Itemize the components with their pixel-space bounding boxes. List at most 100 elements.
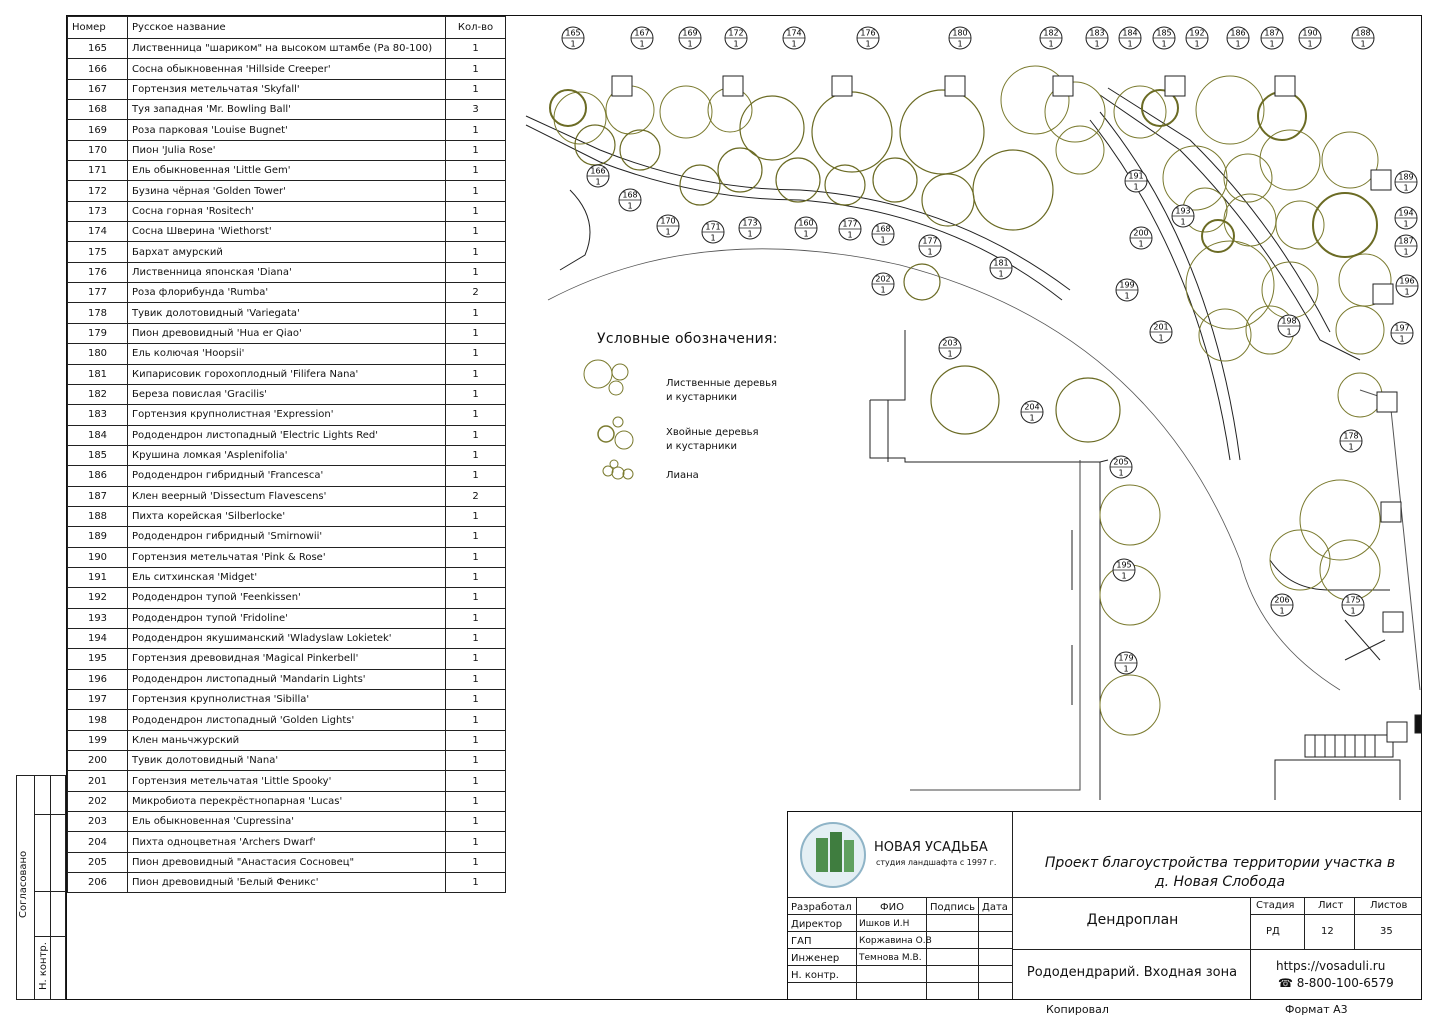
tag-number: 189 bbox=[1398, 173, 1413, 182]
row-qty: 1 bbox=[445, 709, 506, 731]
row-name: Гортензия метельчатая 'Pink & Rose' bbox=[127, 546, 446, 568]
tag-qty: 1 bbox=[1180, 218, 1185, 227]
tag-qty: 1 bbox=[1235, 40, 1240, 49]
approval-strip: Согласовано Н. контр. bbox=[16, 775, 66, 1000]
row-number: 176 bbox=[67, 261, 128, 284]
col-fio: ФИО bbox=[880, 902, 904, 913]
tag-number: 180 bbox=[952, 29, 967, 38]
row-name: Пион древовидный "Анастасия Сосновец" bbox=[127, 851, 446, 874]
tag-number: 190 bbox=[1302, 29, 1317, 38]
tag-qty: 1 bbox=[927, 248, 932, 257]
tag-qty: 1 bbox=[1161, 40, 1166, 49]
row-qty: 1 bbox=[445, 831, 506, 853]
tag-number: 193 bbox=[1175, 207, 1190, 216]
sheets-value: 35 bbox=[1380, 926, 1393, 937]
row-number: 165 bbox=[67, 37, 128, 60]
website-link[interactable]: https://vosaduli.ru bbox=[1276, 959, 1386, 973]
tag-number: 202 bbox=[875, 275, 890, 284]
tag-number: 191 bbox=[1128, 172, 1143, 181]
tag-number: 200 bbox=[1133, 229, 1148, 238]
legend-deciduous-label: Лиственные деревья и кустарники bbox=[666, 378, 778, 403]
tag-number: 187 bbox=[1264, 29, 1279, 38]
row-name: Гортензия крупнолистная 'Expression' bbox=[127, 404, 446, 426]
tag-number: 192 bbox=[1189, 29, 1204, 38]
tag-qty: 1 bbox=[1348, 443, 1353, 452]
row-number: 182 bbox=[67, 383, 128, 406]
tag-qty: 1 bbox=[687, 40, 692, 49]
row-name: Рододендрон тупой 'Feenkissen' bbox=[127, 587, 446, 609]
tag-number: 173 bbox=[742, 219, 757, 228]
legend-conifer-label: Хвойные деревья и кустарники bbox=[666, 427, 759, 452]
row-qty: 1 bbox=[445, 729, 506, 752]
row-qty: 1 bbox=[445, 526, 506, 548]
legend-liana-label: Лиана bbox=[666, 470, 699, 481]
tag-number: 167 bbox=[634, 29, 649, 38]
tag-qty: 1 bbox=[1124, 292, 1129, 301]
tag-number: 166 bbox=[590, 167, 605, 176]
name-gap: Коржавина О.В bbox=[859, 936, 932, 946]
name-engineer: Темнова М.В. bbox=[859, 953, 922, 963]
row-number: 187 bbox=[67, 485, 128, 507]
row-qty: 1 bbox=[445, 566, 506, 589]
row-qty: 1 bbox=[445, 648, 506, 670]
row-name: Гортензия крупнолистная 'Sibilla' bbox=[127, 688, 446, 711]
row-qty: 2 bbox=[445, 282, 506, 304]
row-name: Пион древовидный 'Hua er Qiao' bbox=[127, 322, 446, 345]
tag-number: 177 bbox=[842, 220, 857, 229]
row-name: Гортензия древовидная 'Magical Pinkerbel… bbox=[127, 648, 446, 670]
row-number: 200 bbox=[67, 750, 128, 772]
plants-conifer bbox=[549, 89, 1378, 443]
tag-qty: 1 bbox=[847, 231, 852, 240]
phone-number: ☎ 8-800-100-6579 bbox=[1278, 976, 1394, 990]
row-qty: 1 bbox=[445, 505, 506, 528]
row-qty: 2 bbox=[445, 485, 506, 507]
sheet-title: Дендроплан bbox=[1086, 912, 1179, 928]
tag-number: 172 bbox=[728, 29, 743, 38]
tag-number: 206 bbox=[1274, 596, 1289, 605]
tag-number: 198 bbox=[1281, 317, 1296, 326]
tag-qty: 1 bbox=[1127, 40, 1132, 49]
legend-title: Условные обозначения: bbox=[597, 331, 778, 347]
row-qty: 1 bbox=[445, 770, 506, 792]
row-qty: 1 bbox=[445, 465, 506, 487]
tag-qty: 1 bbox=[1123, 665, 1128, 674]
tag-qty: 1 bbox=[1399, 335, 1404, 344]
row-name: Крушина ломкая 'Asplenifolia' bbox=[127, 444, 446, 467]
row-number: 189 bbox=[67, 526, 128, 548]
header-qty: Кол-во bbox=[445, 16, 506, 39]
role-norm-control: Н. контр. bbox=[791, 970, 839, 981]
tag-number: 187 bbox=[1398, 237, 1413, 246]
path-curve-inner bbox=[1089, 119, 1231, 461]
tag-qty: 1 bbox=[865, 40, 870, 49]
tag-qty: 1 bbox=[710, 234, 715, 243]
row-name: Сосна горная 'Rositech' bbox=[127, 200, 446, 223]
tag-number: 174 bbox=[786, 29, 801, 38]
row-number: 169 bbox=[67, 119, 128, 141]
title-block: НОВАЯ УСАДЬБА студия ландшафта с 1997 г.… bbox=[787, 811, 1422, 1000]
row-number: 171 bbox=[67, 160, 128, 182]
